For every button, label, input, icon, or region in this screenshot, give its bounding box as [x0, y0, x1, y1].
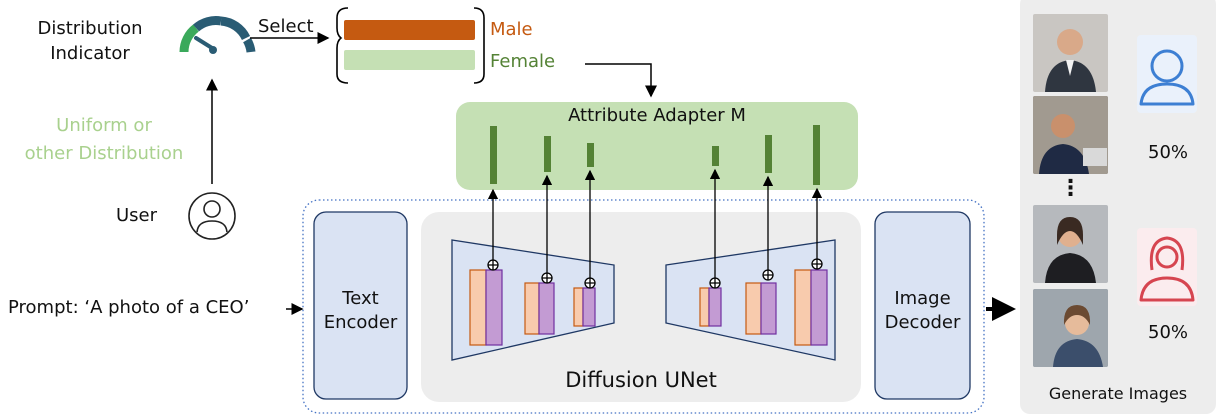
gauge-icon: [179, 16, 256, 54]
text-encoder-box: [313, 211, 408, 400]
select-bracket: [336, 7, 485, 84]
image-decoder-label: Image Decoder: [875, 287, 970, 335]
user-label: User: [116, 205, 158, 226]
indicator-label-line2: Indicator: [50, 43, 130, 64]
prompt-label: Prompt: ‘A photo of a CEO’: [8, 297, 250, 318]
adapter-bars: [490, 125, 820, 185]
indicator-label-line1: Distribution: [37, 18, 143, 39]
female-percent: 50%: [1148, 322, 1189, 343]
male-bar[interactable]: [344, 20, 475, 40]
decoder-feature-blocks: [699, 269, 828, 346]
generated-image-male-2[interactable]: [1033, 96, 1108, 174]
injection-arrows: [487, 168, 823, 289]
arrow-female-to-adapter: [585, 63, 657, 98]
text-encoder-line2: Encoder: [323, 312, 398, 333]
distribution-indicator-label: Distribution Indicator: [20, 16, 160, 66]
image-decoder-line2: Decoder: [884, 312, 961, 333]
female-bar[interactable]: [344, 50, 475, 70]
attribute-adapter-label: Attribute Adapter M: [568, 105, 746, 126]
text-encoder-line1: Text: [342, 288, 379, 309]
generated-image-female-2[interactable]: [1033, 289, 1108, 367]
generate-images-label: Generate Images: [1048, 384, 1188, 403]
female-user-icon: [1137, 228, 1197, 306]
generated-image-female-1[interactable]: [1033, 205, 1108, 283]
text-encoder-label: Text Encoder: [314, 287, 407, 335]
image-decoder-box: [874, 211, 971, 400]
distribution-line2: other Distribution: [24, 143, 184, 164]
ellipsis-vertical: ⋮: [1059, 176, 1082, 201]
distribution-line1: Uniform or: [56, 115, 152, 136]
attribute-adapter-box: [456, 102, 858, 190]
male-option-label[interactable]: Male: [490, 19, 533, 40]
female-option-label[interactable]: Female: [490, 51, 556, 72]
generated-image-male-1[interactable]: [1033, 14, 1108, 92]
male-percent: 50%: [1148, 142, 1189, 163]
male-user-icon: [1137, 35, 1197, 113]
distribution-choice-label: Uniform or other Distribution: [6, 112, 202, 168]
diffusion-unet-label: Diffusion UNet: [565, 368, 717, 392]
user-circle-icon: [188, 192, 236, 240]
encoder-feature-blocks: [469, 269, 596, 346]
select-label: Select: [258, 16, 314, 37]
image-decoder-line1: Image: [894, 288, 951, 309]
